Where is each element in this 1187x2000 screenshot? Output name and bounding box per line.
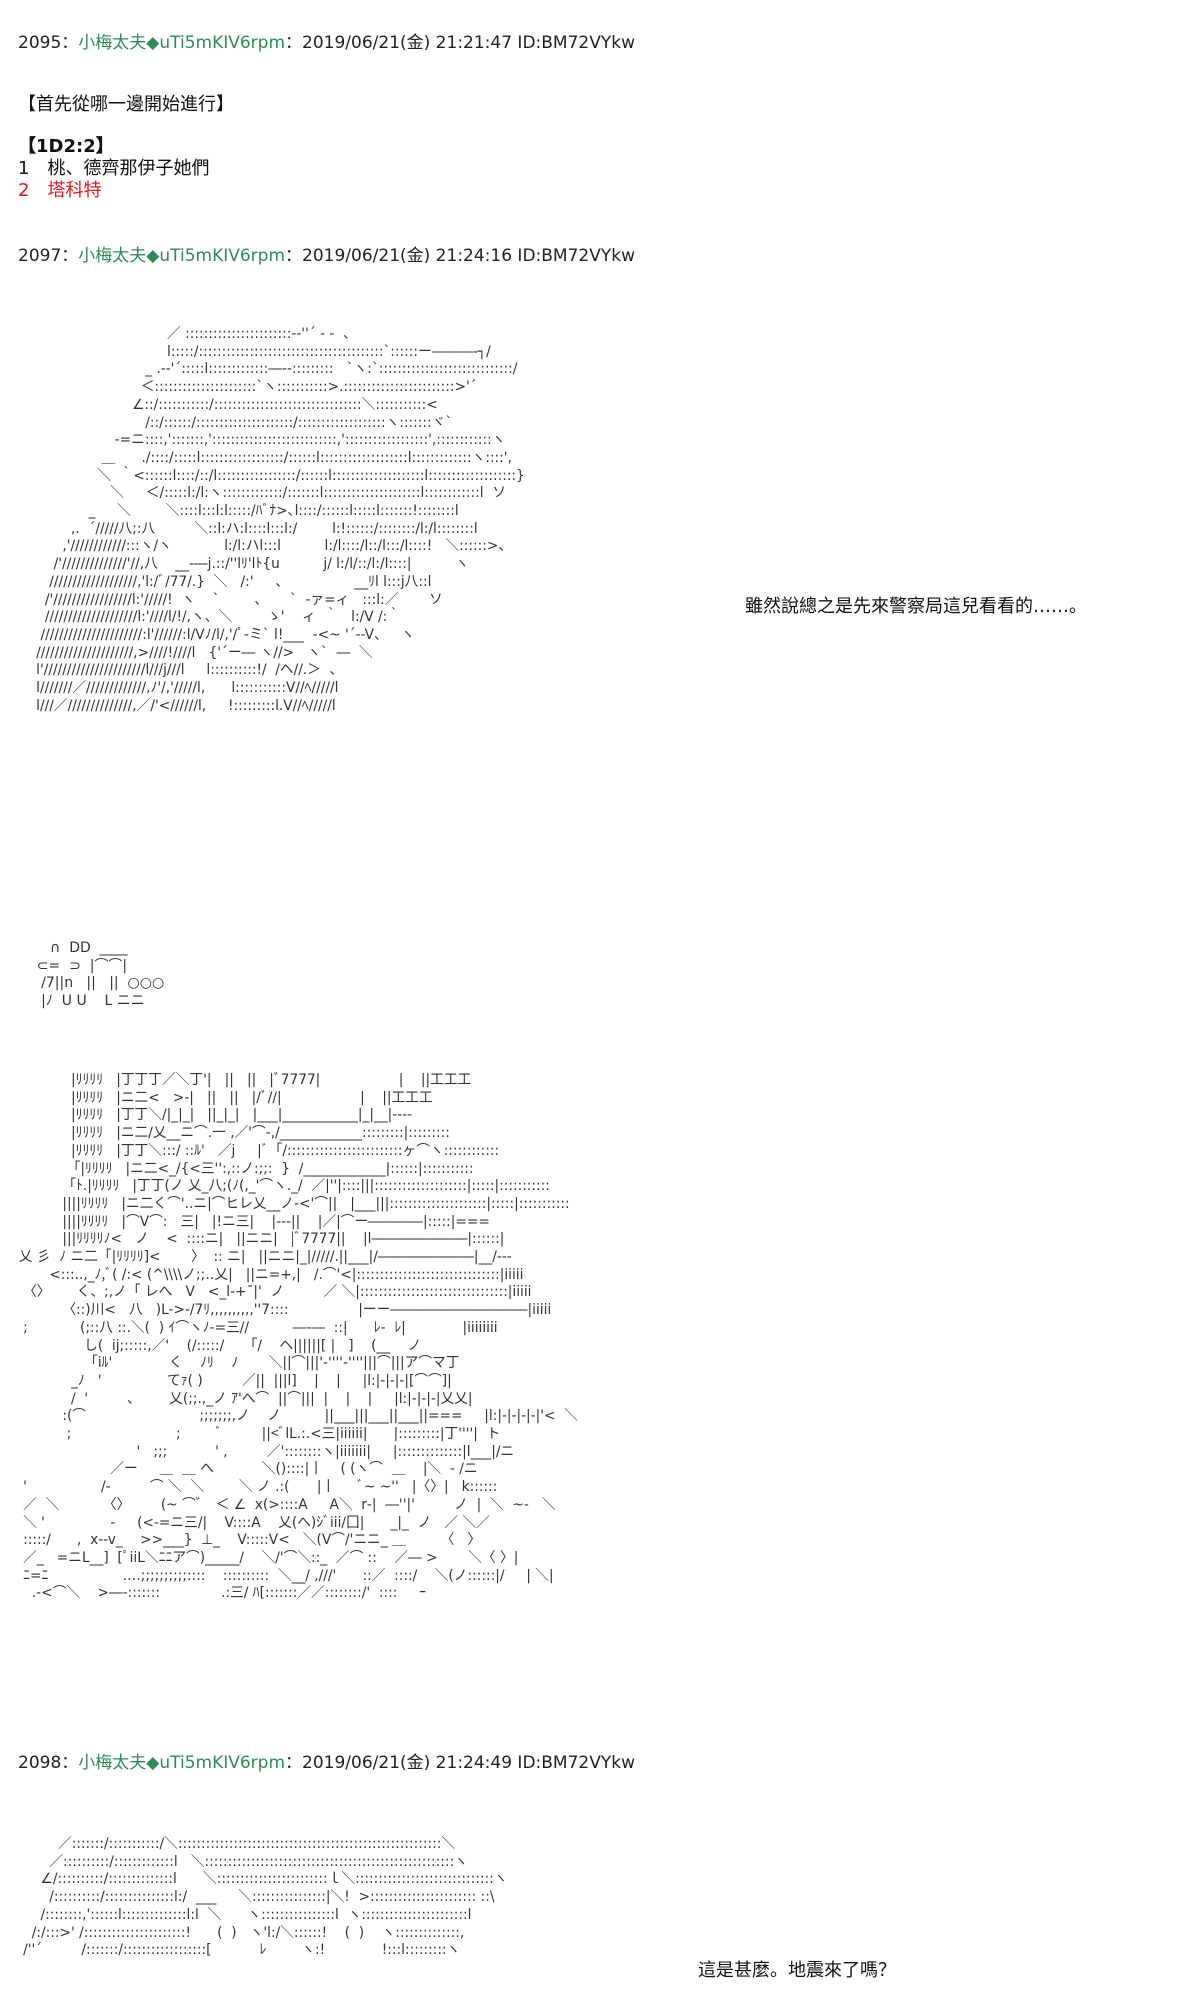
dialogue-text-2: 這是甚麼。地震來了嗎？ (698, 1960, 896, 1981)
poster-name[interactable]: 小梅太夫 (78, 1753, 147, 1773)
choice-2: 2 塔科特 (18, 180, 102, 201)
poster-trip: ◆uTi5mKIV6rpm (146, 1753, 286, 1773)
post-separator: ： (61, 246, 79, 266)
poster-name[interactable]: 小梅太夫 (78, 246, 147, 266)
ascii-art-character-2: ／:::::::/:::::::::::/＼::::::::::::::::::… (23, 1836, 508, 1959)
post-number[interactable]: 2095 (18, 33, 62, 53)
post-number[interactable]: 2098 (18, 1753, 62, 1773)
ascii-art-police-station-scene: |ﾘﾘﾘﾘ |丁丁丁／＼丁'| || || |ﾞ7777| | ||工工工 |ﾘ… (18, 1072, 578, 1602)
post-header-2095: 2095：小梅太夫◆uTi5mKIV6rpm：2019/06/21(金) 21:… (18, 32, 635, 54)
post-body-2095: 【首先從哪一邊開始進行】 (18, 94, 234, 116)
ascii-art-sound-effect: ∩ DD ____ ⊂= ⊃ |⌒⌒| /7||n || || ○○○ |ﾉ U… (36, 940, 165, 1010)
topic-line: 【首先從哪一邊開始進行】 (18, 94, 234, 115)
post-number[interactable]: 2097 (18, 246, 62, 266)
poster-trip: ◆uTi5mKIV6rpm (146, 33, 286, 53)
post-separator: ： (61, 33, 79, 53)
ascii-art-character: ／ :::::::::::::::::::::::-‐''´ ‐ - 、 l::… (36, 326, 525, 714)
post-separator: ： (61, 1753, 79, 1773)
poster-trip: ◆uTi5mKIV6rpm (146, 246, 286, 266)
post-datetime-id: ：2019/06/21(金) 21:24:16 ID:BM72VYkw (285, 246, 635, 266)
post-header-2098: 2098：小梅太夫◆uTi5mKIV6rpm：2019/06/21(金) 21:… (18, 1752, 635, 1774)
post-body-2095-dice: 【1D2:2】 1 桃、德齊那伊子她們 2 塔科特 (18, 136, 209, 202)
post-datetime-id: ：2019/06/21(金) 21:21:47 ID:BM72VYkw (285, 33, 635, 53)
dialogue-text: 雖然說總之是先來警察局這兒看看的‥‥‥。 (745, 596, 1088, 617)
post-header-2097: 2097：小梅太夫◆uTi5mKIV6rpm：2019/06/21(金) 21:… (18, 245, 635, 267)
choice-1: 1 桃、德齊那伊子她們 (18, 158, 210, 179)
dice-result: 【1D2:2】 (18, 136, 114, 157)
post-datetime-id: ：2019/06/21(金) 21:24:49 ID:BM72VYkw (285, 1753, 635, 1773)
poster-name[interactable]: 小梅太夫 (78, 33, 147, 53)
